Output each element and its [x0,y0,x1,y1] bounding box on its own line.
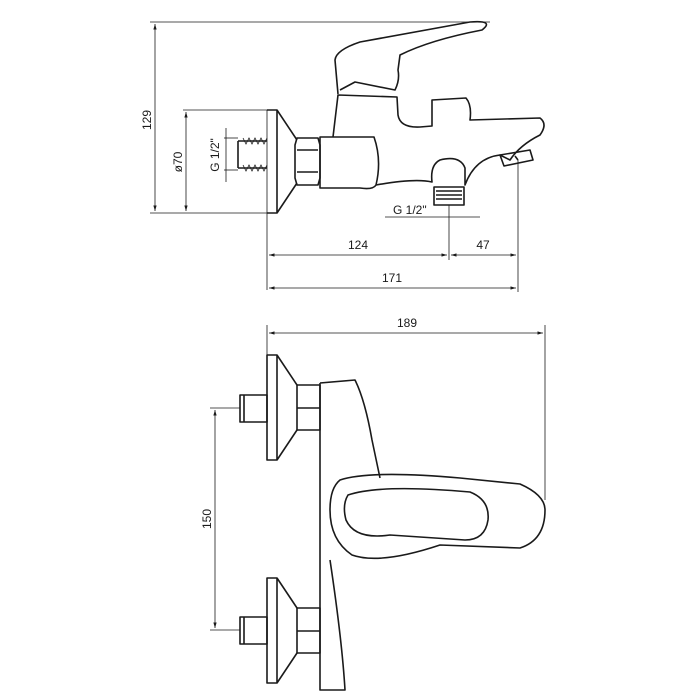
inlet-spacing-label: 150 [200,509,214,529]
inlet-thread-label: G 1/2" [208,138,222,172]
top-depth-label: 189 [397,316,417,330]
inlet-thread [237,140,267,169]
rosette-upper [266,354,298,461]
hex-nut-upper [296,384,321,431]
outlet-thread [433,186,465,206]
thread-marks [242,137,268,172]
spout-outlet [499,149,534,167]
rosette-diameter-label: ø70 [171,151,185,172]
side-view: 129 ø70 G 1/2" G 1/2" 124 47 171 [140,20,545,292]
spout-and-column [332,94,545,186]
wall-rosette [267,109,298,214]
wall-to-outlet-label: 124 [348,238,368,252]
outlet-to-spout-label: 47 [476,238,490,252]
mixer-body-top [319,379,381,691]
hex-nut-lower [296,607,321,654]
top-view: 189 150 [200,316,546,691]
hex-nut [294,137,321,186]
rosette-lower [266,577,298,684]
total-depth-label: 171 [382,271,402,285]
mixer-body [319,136,380,190]
inlet-stub-lower [239,616,268,645]
height-label: 129 [140,110,154,130]
lever-handle [334,20,488,95]
lever-top [329,473,546,560]
inlet-stub-upper [239,394,268,423]
lever-top-inner [343,487,489,541]
outlet-thread-label: G 1/2" [393,203,427,217]
